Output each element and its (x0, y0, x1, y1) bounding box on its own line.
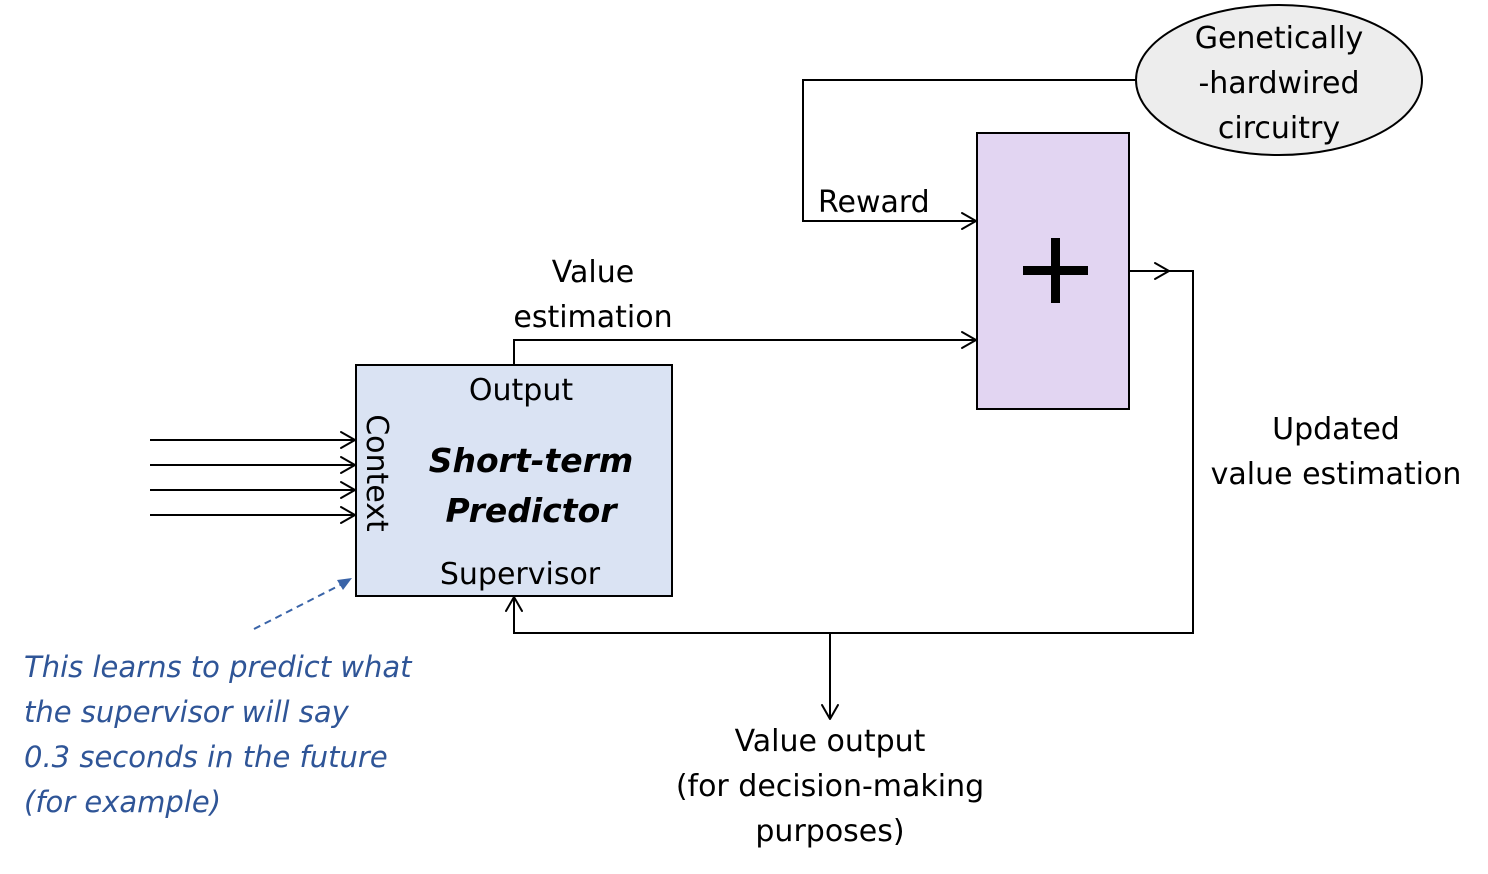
hardwired-label-line1: Genetically (1195, 21, 1364, 56)
hardwired-circuitry-node: Genetically -hardwired circuitry (1135, 4, 1423, 156)
updated-value-label-line2: value estimation (1211, 457, 1462, 492)
predictor-output-label: Output (469, 373, 573, 408)
value-estimation-label-line2: estimation (513, 300, 672, 335)
annotation-line3: 0.3 seconds in the future (24, 740, 388, 774)
predictor-box (355, 364, 673, 597)
context-inputs (150, 431, 356, 524)
annotation-line4: (for example) (24, 785, 221, 819)
context-input-arrowhead-3 (340, 481, 356, 499)
plus-icon-vertical (1051, 238, 1060, 303)
predictor-supervisor-label: Supervisor (440, 557, 601, 592)
short-term-predictor-node: Output Short-term Predictor Supervisor C… (355, 364, 673, 597)
hardwired-label-line3: circuitry (1218, 111, 1340, 146)
annotation-arrowhead (337, 578, 352, 590)
context-input-arrowhead-2 (340, 456, 356, 474)
value-estimation-wire (513, 339, 976, 365)
context-input-arrowhead-4 (340, 506, 356, 524)
updated-value-connector (505, 262, 1194, 634)
value-output-label-line3: purposes) (755, 814, 904, 849)
reward-label: Reward (818, 185, 930, 220)
annotation-line2: the supervisor will say (24, 695, 350, 729)
value-estimation-connector (513, 331, 977, 365)
updated-value-label-line1: Updated (1272, 412, 1400, 447)
context-input-arrowhead-1 (340, 431, 356, 449)
adder-node (976, 132, 1130, 410)
reward-wire (802, 79, 1137, 222)
hardwired-label-line2: -hardwired (1198, 66, 1359, 101)
value-output-arrowhead (821, 704, 839, 720)
annotation-note: This learns to predict what the supervis… (24, 578, 413, 819)
annotation-arrow-line (253, 580, 349, 630)
predictor-context-label: Context (359, 414, 394, 532)
value-output-label-line2: (for decision-making (676, 769, 984, 804)
predictor-title-line1: Short-term (429, 441, 634, 480)
annotation-line1: This learns to predict what (24, 650, 413, 684)
updated-value-wire (513, 270, 1194, 634)
value-output-connector (821, 633, 839, 720)
value-estimation-label-line1: Value (552, 255, 634, 290)
predictor-title-line2: Predictor (445, 491, 618, 530)
value-output-label-line1: Value output (735, 724, 926, 759)
value-estimation-arrowhead (961, 331, 977, 349)
